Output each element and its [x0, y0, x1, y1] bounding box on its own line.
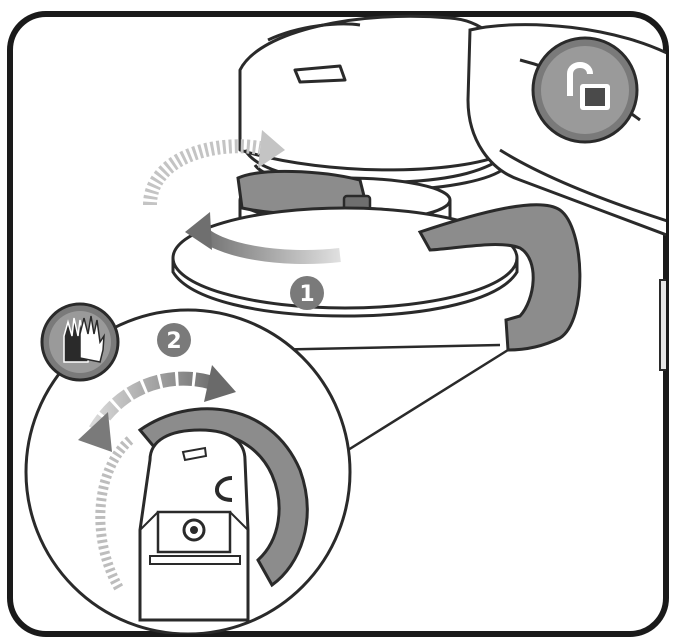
unlock-badge: [531, 36, 639, 144]
wheel-guard: [417, 203, 582, 352]
rotation-arrow-adjust: [78, 365, 236, 452]
protective-gloves-icon: [63, 315, 105, 363]
step-1-number: 1: [299, 282, 314, 307]
detail-view: [95, 407, 309, 622]
gloves-badge: [40, 302, 120, 382]
step-1-badge: 1: [290, 276, 324, 310]
rotation-arrow-unlock: [143, 130, 341, 264]
side-tab: [659, 279, 666, 371]
padlock-open-icon: [567, 62, 610, 110]
step-2-number: 2: [166, 329, 181, 354]
step-2-badge: 2: [157, 323, 191, 357]
